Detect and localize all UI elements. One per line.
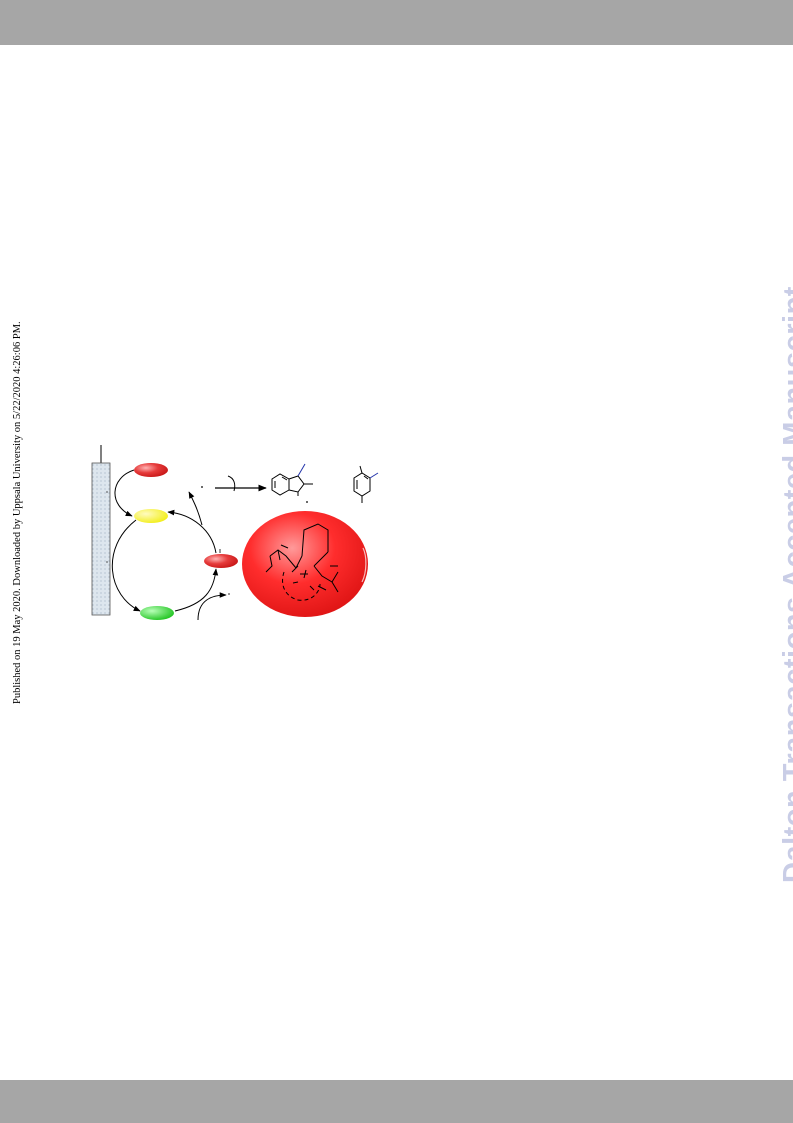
state-left-ellipse: [134, 509, 168, 523]
indole-product: [271, 463, 313, 503]
state-right-ellipse: [204, 554, 238, 568]
arrow-bottom-to-right: [174, 568, 219, 612]
complex-structure: [265, 523, 339, 601]
arrow-right-to-left: [167, 509, 217, 554]
arrow-side-out: [188, 491, 203, 526]
electrode: [91, 462, 111, 616]
reaction-curve: [227, 475, 236, 492]
header-bar: [0, 0, 793, 45]
arrow-side-in: [197, 592, 227, 621]
arrow-left-to-bottom: [111, 519, 141, 612]
state-top-ellipse: [134, 463, 168, 477]
state-bottom-ellipse: [140, 606, 174, 620]
arrow-top-to-left: [114, 469, 135, 517]
arene-product: [353, 465, 379, 503]
footer-bar: [0, 1080, 793, 1123]
complex-sphere: [242, 511, 368, 617]
